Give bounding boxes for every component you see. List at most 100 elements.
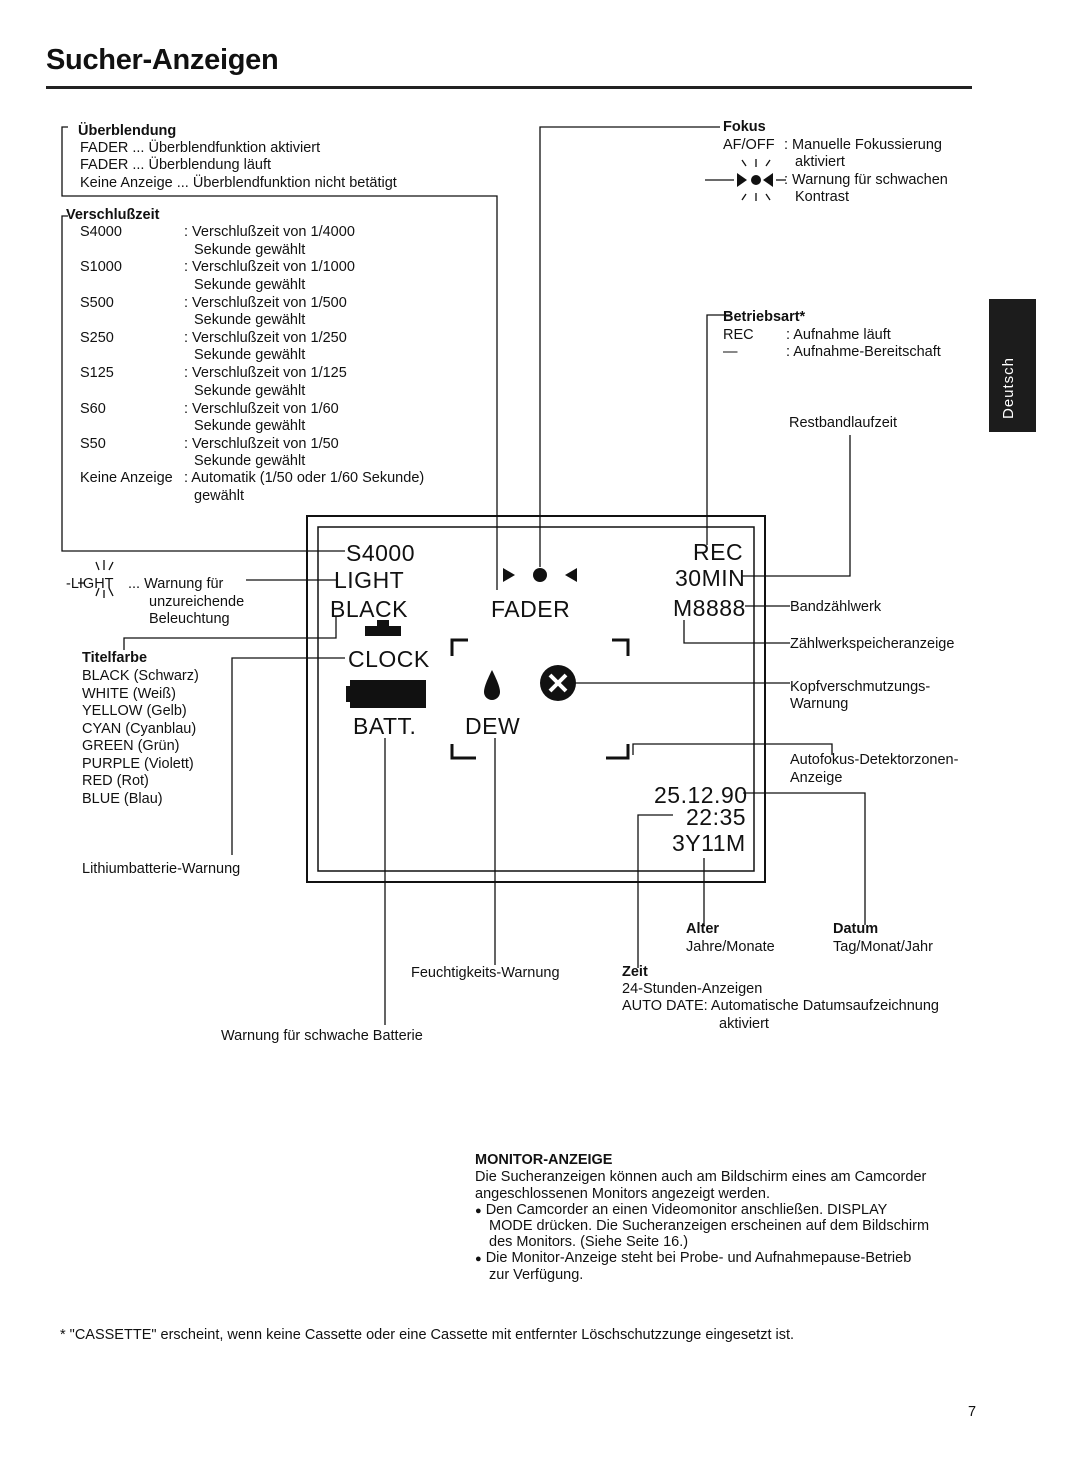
kopf-label-1: Kopfverschmutzungs- (790, 679, 931, 695)
ueberblendung-heading: Überblendung (78, 123, 177, 139)
shutter-desc2: Sekunde gewählt (194, 276, 306, 293)
shutter-desc2: Sekunde gewählt (194, 453, 306, 470)
monitor-b2-line1: Die Monitor-Anzeige steht bei Probe- und… (485, 1250, 912, 1266)
shutter-desc: : Verschlußzeit von 1/1000 (184, 259, 355, 276)
titelfarbe-item: RED (Rot) (82, 773, 149, 789)
zeit-heading: Zeit (622, 964, 648, 980)
vf-fader: FADER (491, 596, 571, 622)
language-tab: Deutsch (989, 299, 1036, 432)
verschlusszeit-heading: Verschlußzeit (66, 207, 160, 223)
ueberblendung-line: FADER ... Überblendfunktion aktiviert (80, 140, 321, 156)
titelfarbe-item: GREEN (Grün) (82, 738, 180, 754)
vf-rec: REC (693, 539, 744, 565)
vf-shutter: S4000 (346, 540, 416, 566)
shutter-desc: : Verschlußzeit von 1/500 (184, 294, 347, 311)
titelfarbe-item: BLUE (Blau) (82, 790, 163, 807)
shutter-code: S500 (80, 294, 114, 311)
alter-heading: Alter (686, 921, 720, 937)
shutter-desc2: Sekunde gewählt (194, 418, 306, 434)
shutter-code: S4000 (80, 224, 122, 240)
shutter-desc: : Verschlußzeit von 1/250 (184, 329, 347, 346)
light-desc3: Beleuchtung (149, 611, 230, 627)
titelfarbe-item: PURPLE (Violett) (82, 755, 194, 772)
vf-clock: CLOCK (348, 646, 430, 672)
schwachbatt-label: Warnung für schwache Batterie (221, 1028, 423, 1044)
zeit-desc-2: AUTO DATE: Automatische Datumsaufzeichnu… (622, 998, 939, 1014)
datum-heading: Datum (833, 921, 879, 937)
alter-desc: Jahre/Monate (686, 939, 775, 955)
zeit-desc-3: aktiviert (719, 1016, 769, 1032)
fokus-weak-desc: : Warnung für schwachen (784, 172, 948, 188)
kopf-label-2: Warnung (790, 696, 849, 712)
monitor-b1-line2: MODE drücken. Die Sucheranzeigen erschei… (489, 1218, 930, 1234)
page-title: Sucher-Anzeigen (46, 44, 279, 76)
fokus-af-desc: : Manuelle Fokussierung (784, 137, 942, 153)
light-legend-word: LIGHT (70, 576, 114, 592)
betriebsart-dash-code: — (723, 344, 738, 360)
feucht-label: Feuchtigkeits-Warnung (411, 965, 560, 981)
fokus-af-code: AF/OFF (723, 137, 775, 153)
ueberblendung-line: FADER ... Überblendung läuft (80, 157, 272, 173)
titelfarbe-heading: Titelfarbe (82, 650, 148, 666)
vf-dew: DEW (465, 713, 521, 739)
monitor-bullet-2: ● Die Monitor-Anzeige steht bei Probe- u… (475, 1250, 911, 1269)
zeit-desc-1: 24-Stunden-Anzeigen (622, 981, 763, 997)
shutter-code: S250 (80, 329, 114, 346)
autofokus-label-2: Anzeige (790, 770, 843, 786)
betriebsart-rec-code: REC (723, 327, 754, 343)
shutter-code: S1000 (80, 259, 122, 276)
shutter-desc: : Verschlußzeit von 1/4000 (184, 224, 355, 240)
shutter-desc2: Sekunde gewählt (194, 241, 306, 258)
betriebsart-rec-desc: : Aufnahme läuft (786, 327, 891, 343)
footnote: * "CASSETTE" erscheint, wenn keine Casse… (60, 1327, 795, 1343)
vf-light: LIGHT (334, 567, 405, 593)
light-desc1: ... Warnung für (128, 576, 224, 592)
vf-counter: M8888 (673, 595, 746, 621)
light-desc2: unzureichende (149, 594, 245, 610)
vf-batt: BATT. (353, 713, 417, 739)
bandzaehlwerk-label: Bandzählwerk (790, 599, 882, 615)
datum-desc: Tag/Monat/Jahr (833, 939, 933, 955)
monitor-b1-line1: Den Camcorder an einen Videomonitor ansc… (485, 1202, 888, 1218)
restband-label: Restbandlaufzeit (789, 415, 898, 431)
shutter-desc: : Verschlußzeit von 1/125 (184, 365, 347, 382)
titelfarbe-item: WHITE (Weiß) (82, 685, 176, 702)
lithium-label: Lithiumbatterie-Warnung (82, 861, 241, 877)
monitor-bullet-1: ● Den Camcorder an einen Videomonitor an… (475, 1202, 887, 1221)
shutter-desc2: Sekunde gewählt (194, 347, 306, 364)
titelfarbe-item: BLACK (Schwarz) (82, 668, 199, 684)
monitor-intro-1: Die Sucheranzeigen können auch am Bildsc… (475, 1169, 927, 1185)
light-legend-label: -LIGHT (66, 576, 114, 592)
titelfarbe-item: CYAN (Cyanblau) (82, 720, 197, 737)
vf-date: 25.12.90 (654, 782, 748, 808)
fokus-heading: Fokus (723, 119, 766, 135)
betriebsart-heading: Betriebsart* (723, 309, 806, 325)
shutter-desc2: Sekunde gewählt (194, 382, 306, 399)
betriebsart-dash-desc: : Aufnahme-Bereitschaft (786, 344, 941, 360)
vf-remain: 30MIN (675, 565, 746, 591)
shutter-code: S50 (80, 435, 106, 452)
monitor-b2-line2: zur Verfügung. (489, 1267, 584, 1283)
titelfarbe-item: YELLOW (Gelb) (82, 703, 187, 719)
zaehlwerkspeicher-label: Zählwerkspeicheranzeige (790, 636, 955, 652)
shutter-desc: : Verschlußzeit von 1/50 (184, 435, 339, 452)
autofokus-label-1: Autofokus-Detektorzonen- (790, 752, 959, 768)
shutter-code: S125 (80, 365, 114, 382)
ueberblendung-line: Keine Anzeige ... Überblendfunktion nich… (80, 175, 397, 191)
shutter-code: S60 (80, 400, 106, 417)
shutter-desc2: Sekunde gewählt (194, 312, 306, 329)
monitor-heading: MONITOR-ANZEIGE (475, 1152, 613, 1168)
keine-anzeige-desc2: gewählt (194, 488, 244, 504)
bullet-icon: ● (475, 1205, 482, 1217)
page-number: 7 (968, 1404, 977, 1420)
shutter-desc: : Verschlußzeit von 1/60 (184, 400, 339, 417)
vf-time: 22:35 (686, 804, 747, 830)
keine-anzeige-desc: : Automatik (1/50 oder 1/60 Sekunde) (184, 470, 425, 486)
vf-black: BLACK (330, 596, 408, 622)
vf-age: 3Y11M (672, 830, 746, 856)
fokus-weak-desc2: Kontrast (795, 189, 849, 205)
bullet-icon: ● (475, 1253, 482, 1265)
monitor-b1-line3: des Monitors. (Siehe Seite 16.) (489, 1234, 689, 1250)
monitor-intro-2: angeschlossenen Monitors angezeigt werde… (475, 1186, 771, 1202)
